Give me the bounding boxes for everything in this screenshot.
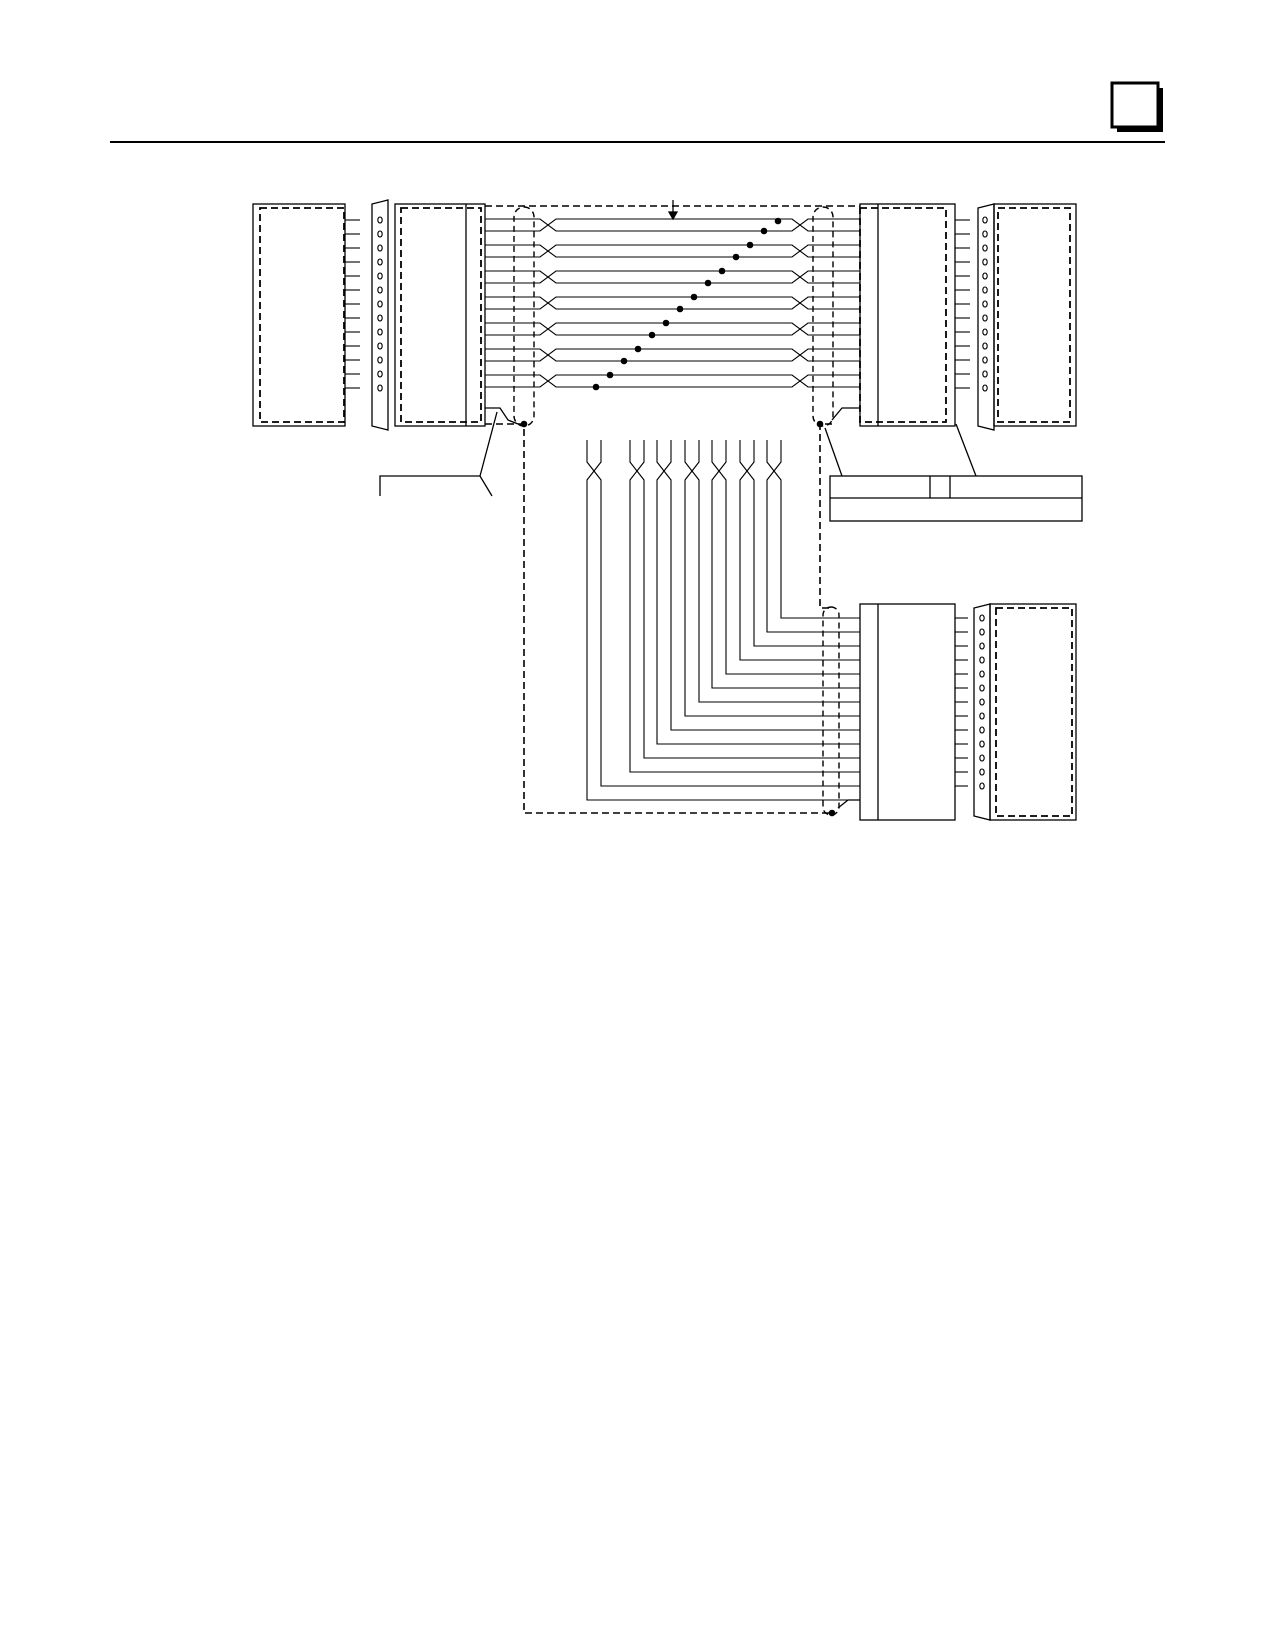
splice-dot: [620, 357, 628, 365]
branch-wire: [711, 440, 860, 689]
twisted-pair-wire: [485, 270, 860, 284]
shield-ground-dot: [520, 420, 528, 428]
left-plug-connector: [371, 199, 486, 431]
left-plug-socket: [377, 300, 383, 308]
right-bottom-socket: [979, 656, 985, 664]
splice-dot: [774, 217, 782, 225]
right-top-device: [993, 203, 1077, 427]
corner-tab: [1110, 81, 1163, 132]
label-table: [829, 475, 1083, 522]
splice-dot: [718, 267, 726, 275]
left-plug-socket: [377, 230, 383, 238]
left-plug-socket: [377, 258, 383, 266]
splice-dot: [662, 319, 670, 327]
left-plug-socket: [377, 272, 383, 280]
left-plug-socket: [377, 356, 383, 364]
branch-wire: [684, 440, 860, 717]
right-top-socket: [982, 328, 988, 336]
left-plug-socket: [377, 384, 383, 392]
right-top-socket: [982, 370, 988, 378]
branch-wire: [656, 440, 860, 745]
twisted-pair-wire: [485, 244, 860, 258]
branch-wire: [766, 440, 860, 633]
branch-wire: [656, 440, 860, 731]
branch-wire: [684, 440, 860, 703]
splice-dot: [732, 253, 740, 261]
twisted-pair-wire: [485, 270, 860, 284]
right-top-socket: [982, 244, 988, 252]
splice-dot: [634, 345, 642, 353]
splice-dot: [648, 331, 656, 339]
twisted-pair-wire: [485, 296, 860, 310]
right-bottom-device: [989, 603, 1077, 821]
splice-dot: [676, 305, 684, 313]
twisted-pair-wire: [485, 244, 860, 258]
right-bottom-socket: [979, 726, 985, 734]
right-bottom-socket: [979, 684, 985, 692]
left-plug-socket: [377, 286, 383, 294]
branch-wire: [586, 440, 860, 787]
right-top-socket: [982, 272, 988, 280]
twisted-pair-wire: [485, 374, 860, 388]
callout-leaders: [379, 200, 977, 497]
branch-wire: [739, 440, 860, 661]
right-top-socket: [982, 216, 988, 224]
right-bottom-socket: [979, 698, 985, 706]
left-device: [252, 203, 346, 427]
left-plug-socket: [377, 216, 383, 224]
branch-wire: [739, 440, 860, 647]
twisted-pair-wire: [485, 348, 860, 362]
branch-wire: [629, 440, 860, 773]
branch-wire: [586, 440, 860, 801]
twisted-pair-wire: [485, 322, 860, 336]
left-plug-socket: [377, 244, 383, 252]
right-bottom-socket: [979, 712, 985, 720]
branch-wire: [711, 440, 860, 675]
right-top-socket: [982, 314, 988, 322]
splice-dot: [760, 227, 768, 235]
right-top-socket: [982, 300, 988, 308]
left-plug-socket: [377, 328, 383, 336]
left-plug-socket: [377, 314, 383, 322]
twisted-pair-wire: [485, 218, 860, 232]
twisted-pair-wire: [485, 348, 860, 362]
left-plug-socket: [377, 342, 383, 350]
right-bottom-socket: [979, 782, 985, 790]
splice-dot: [704, 279, 712, 287]
twisted-pair-wire: [485, 322, 860, 336]
right-bottom-socket: [979, 768, 985, 776]
right-top-socket: [982, 258, 988, 266]
twisted-pair-wire: [485, 296, 860, 310]
right-bottom-socket: [979, 670, 985, 678]
right-top-socket: [982, 356, 988, 364]
right-bottom-socket: [979, 740, 985, 748]
shield-termination-ovals: [513, 206, 840, 816]
splice-dot: [690, 293, 698, 301]
splice-dot: [592, 383, 600, 391]
left-plug-socket: [377, 370, 383, 378]
branch-wire: [629, 440, 860, 759]
right-bottom-plug-connector: [859, 603, 991, 821]
right-bottom-socket: [979, 614, 985, 622]
splice-dot: [746, 241, 754, 249]
splice-dot: [606, 371, 614, 379]
right-top-socket: [982, 230, 988, 238]
drain-wires: [485, 407, 860, 809]
twisted-pair-wire: [485, 218, 860, 232]
twisted-pair-wire: [485, 374, 860, 388]
right-top-socket: [982, 286, 988, 294]
shield-ground-dot: [816, 420, 824, 428]
shield-ground-dot: [828, 809, 836, 817]
branch-wire: [766, 440, 860, 619]
right-bottom-socket: [979, 628, 985, 636]
right-bottom-socket: [979, 642, 985, 650]
right-top-socket: [982, 384, 988, 392]
right-top-plug-connector: [859, 203, 995, 431]
right-top-socket: [982, 342, 988, 350]
right-bottom-socket: [979, 754, 985, 762]
